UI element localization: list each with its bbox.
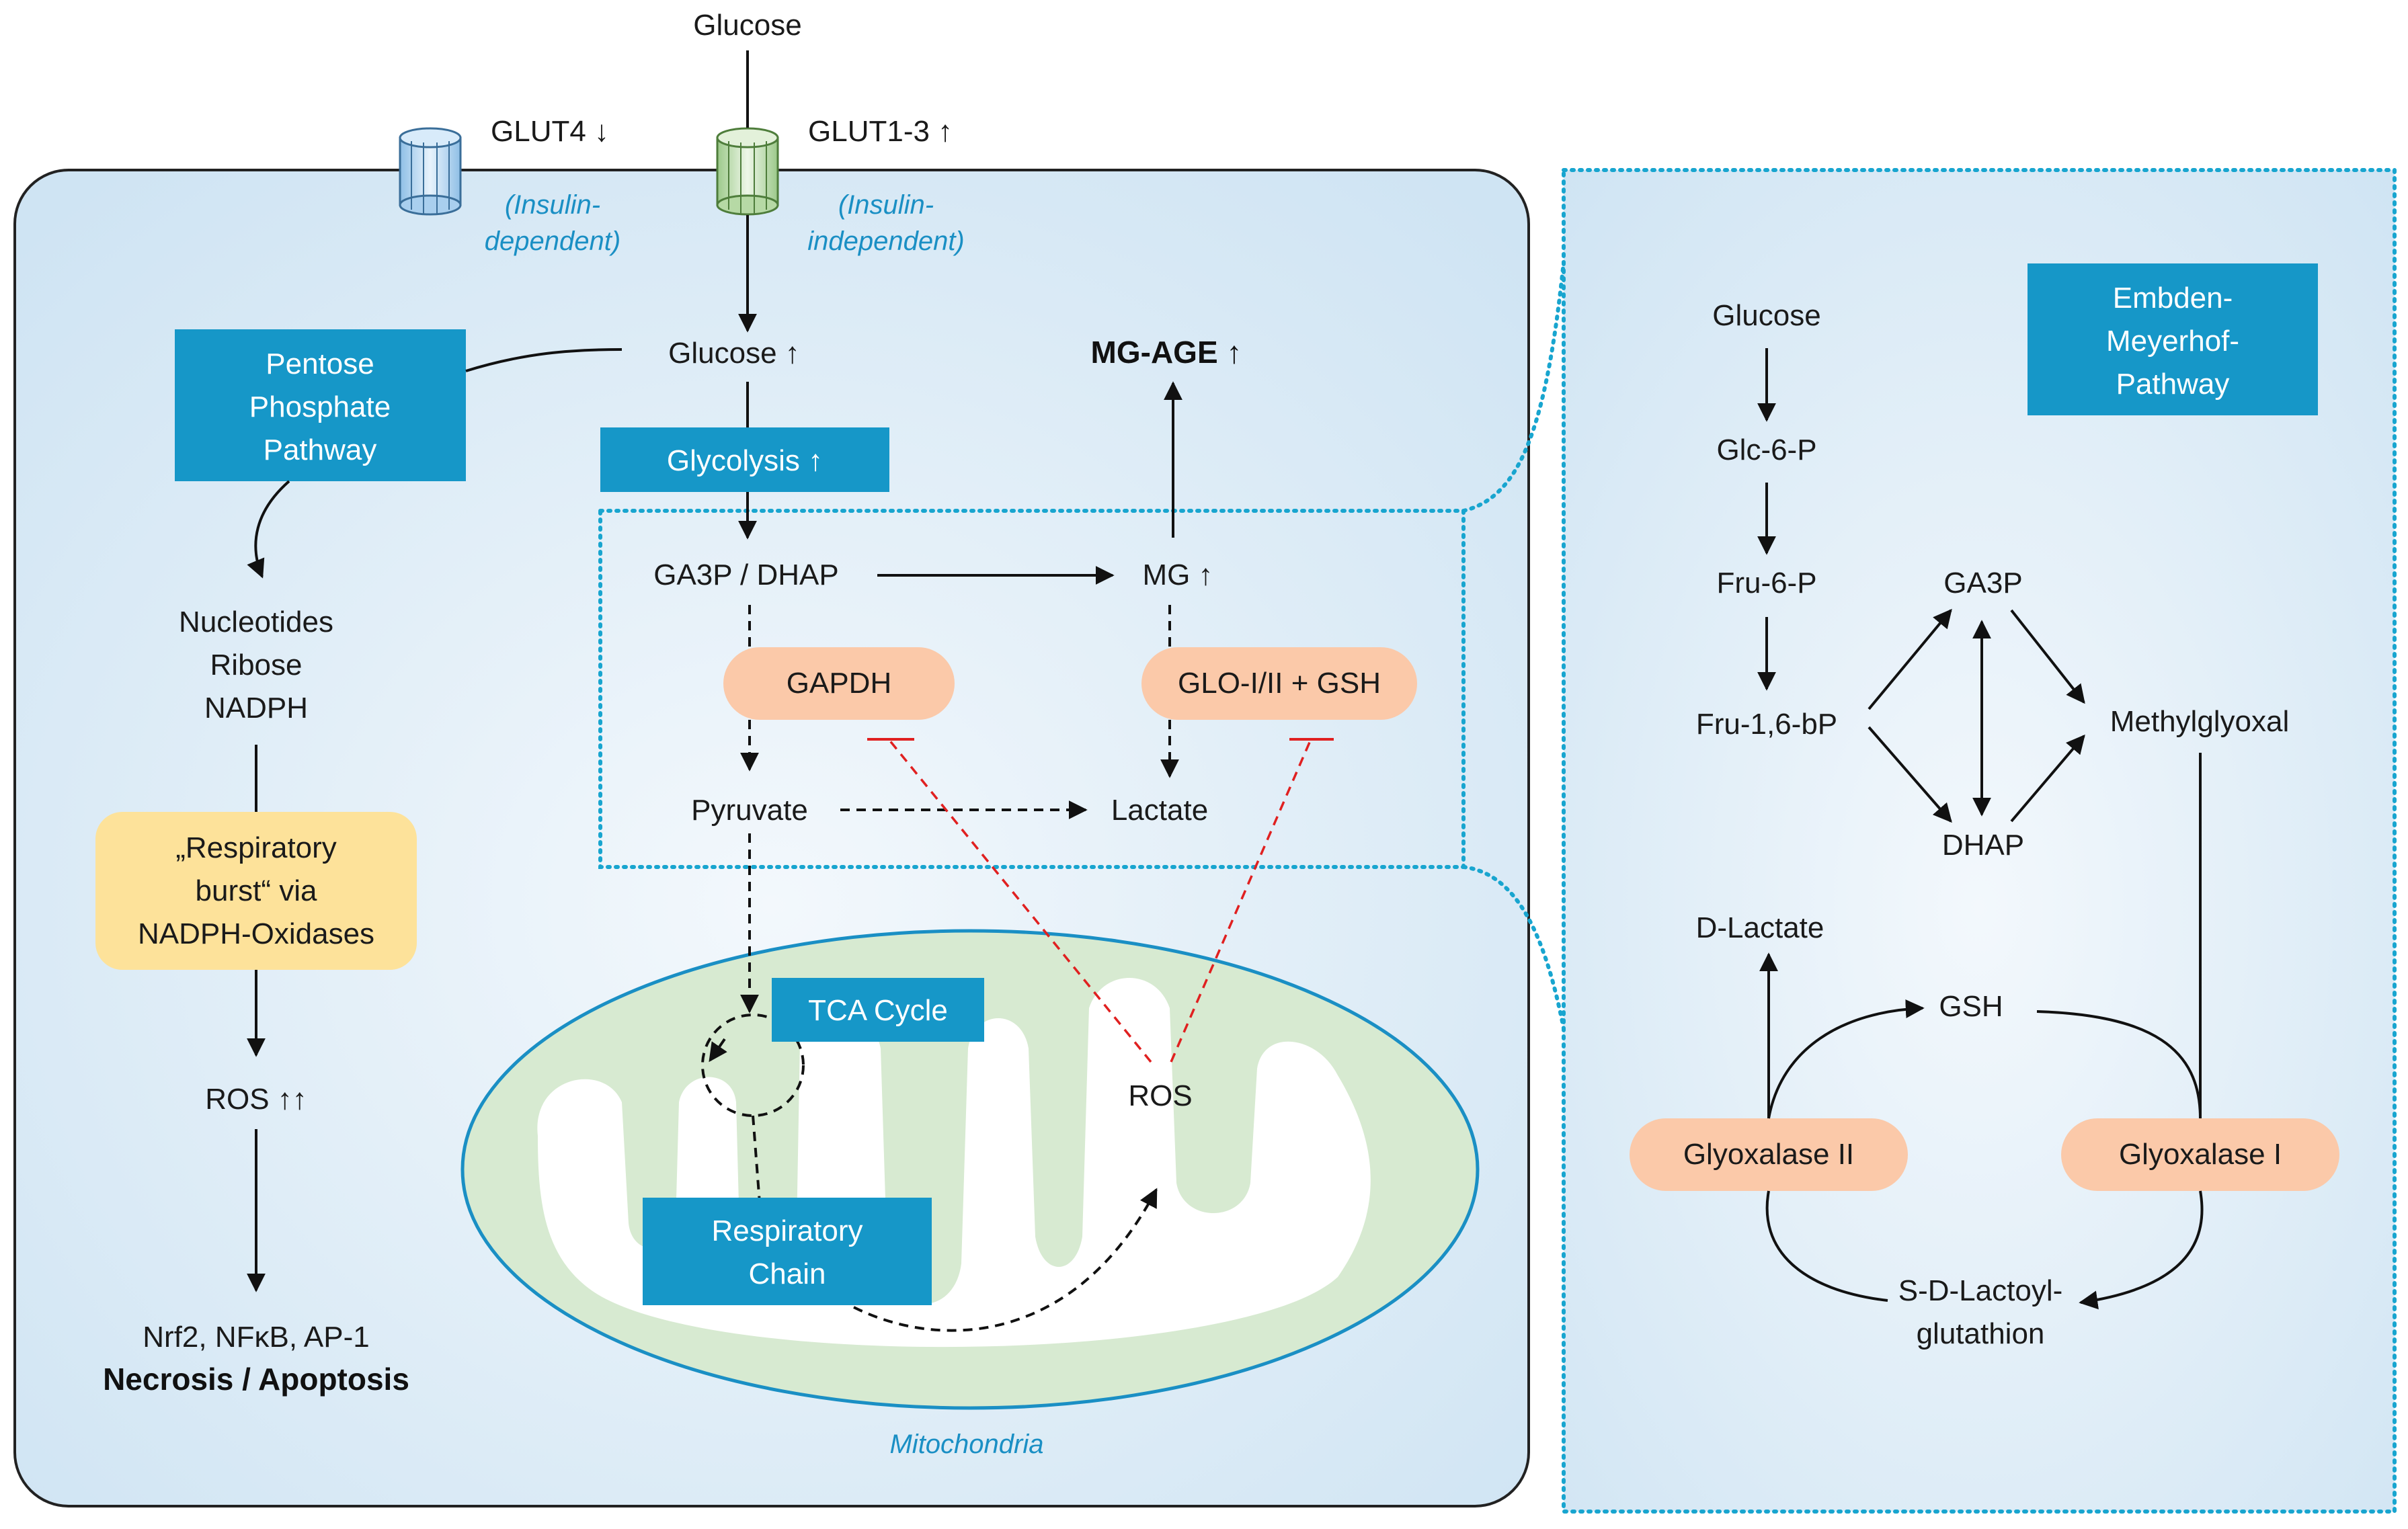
- emp-label-1: Embden-: [2113, 282, 2233, 315]
- glo-pill: [1141, 647, 1417, 720]
- glyoxalase2-pill: [1630, 1118, 1908, 1191]
- respiratory-label-2: Chain: [749, 1257, 826, 1290]
- respiratory-burst-box: [95, 812, 417, 970]
- glut4-transporter-icon: [399, 127, 462, 216]
- ribose-label: Ribose: [210, 649, 303, 681]
- ros-inhibits-gapdh-line: [887, 738, 1152, 1063]
- necrosis-label: Necrosis / Apoptosis: [103, 1362, 409, 1397]
- tca-cycle-label: TCA Cycle: [808, 994, 948, 1027]
- glycolysis-box: [600, 427, 889, 492]
- glo-label: GLO-I/II + GSH: [1178, 667, 1381, 700]
- respiratory-label-1: Respiratory: [712, 1214, 863, 1247]
- nucleotides-label: Nucleotides: [179, 606, 333, 638]
- glyoxalase2-label: Glyoxalase II: [1683, 1138, 1854, 1171]
- methylglyoxal-label: Methylglyoxal: [2110, 705, 2290, 738]
- fru16bp-to-ga3p-arrow: [1868, 608, 1952, 710]
- mg-label: MG ↑: [1142, 559, 1213, 591]
- nadph-label: NADPH: [204, 692, 308, 725]
- glut13-note-2: independent): [807, 226, 965, 256]
- mitochondria-label: Mitochondria: [889, 1430, 1043, 1459]
- fru6p-label: Fru-6-P: [1716, 567, 1816, 600]
- glycolysis-zoom-box: [598, 509, 1466, 869]
- glycolysis-label: Glycolysis ↑: [667, 444, 823, 477]
- sdl-label-2: glutathion: [1917, 1317, 2045, 1350]
- burst-label-2: burst“ via: [196, 874, 317, 907]
- zoom-connector-top: [1461, 260, 1566, 513]
- gsh-label: GSH: [1939, 990, 2003, 1023]
- glucose-internal-label: Glucose ↑: [668, 337, 800, 370]
- ros-left-label: ROS ↑↑: [205, 1083, 307, 1116]
- dhap-to-methylglyoxal-arrow: [2010, 734, 2085, 823]
- glut4-note-2: dependent): [485, 226, 620, 256]
- pentose-label-2: Phosphate: [249, 390, 391, 423]
- dhap-label: DHAP: [1942, 829, 2024, 862]
- sdl-label-1: S-D-Lactoyl-: [1898, 1274, 2063, 1307]
- mg-age-label: MG-AGE ↑: [1091, 335, 1242, 370]
- pentose-to-nucleotides-arrow: [247, 480, 290, 579]
- glc6p-label: Glc-6-P: [1716, 433, 1816, 466]
- ga3p-to-methylglyoxal-arrow: [2010, 609, 2085, 704]
- embden-meyerhof-box: [2028, 263, 2318, 415]
- glut13-transporter-icon: [716, 127, 779, 216]
- tca-to-resp-line: [752, 1115, 761, 1204]
- lactate-label: Lactate: [1111, 794, 1208, 827]
- glyoxalase1-pill: [2061, 1118, 2339, 1191]
- glyoxalase1-to-sdl-arrow: [2079, 1190, 2204, 1310]
- burst-label-3: NADPH-Oxidases: [138, 917, 374, 950]
- glucose-external-label: Glucose: [693, 9, 801, 42]
- burst-label-1: „Respiratory: [175, 831, 337, 864]
- tca-cycle-box: [772, 978, 984, 1042]
- gapdh-pill: [723, 647, 955, 720]
- glut13-note-1: (Insulin-: [838, 190, 934, 220]
- respiratory-chain-box: [643, 1198, 932, 1305]
- tca-cycle-circle: [701, 1014, 805, 1117]
- glucose-to-pentose-line: [465, 348, 623, 372]
- pyruvate-label: Pyruvate: [691, 794, 808, 827]
- dlactate-label: D-Lactate: [1696, 911, 1824, 944]
- ga3p-label: GA3P: [1943, 567, 2022, 600]
- ga3p-dhap-label: GA3P / DHAP: [653, 559, 839, 591]
- panel-glucose-label: Glucose: [1712, 299, 1820, 332]
- glyoxalase1-label: Glyoxalase I: [2119, 1138, 2282, 1171]
- ros-mito-label: ROS: [1128, 1079, 1192, 1112]
- nrf2-label: Nrf2, NFκB, AP-1: [143, 1321, 369, 1354]
- ros-inhibits-glo-line: [1170, 739, 1312, 1063]
- fru16bp-to-dhap-arrow: [1868, 726, 1952, 823]
- tca-cycle-arrowhead: [709, 1038, 727, 1063]
- gapdh-label: GAPDH: [787, 667, 891, 700]
- resp-to-ros-arrow: [853, 1188, 1158, 1332]
- gsh-to-glyoxalase1-curve: [2036, 1010, 2202, 1119]
- glut4-note-1: (Insulin-: [505, 190, 600, 220]
- zoom-connector-bottom: [1461, 865, 1566, 1030]
- emp-label-2: Meyerhof-: [2106, 325, 2239, 358]
- pentose-label-1: Pentose: [266, 347, 374, 380]
- sdl-to-glyoxalase2-curve: [1765, 1190, 1888, 1302]
- glut13-label: GLUT1-3 ↑: [808, 115, 953, 148]
- pentose-label-3: Pathway: [264, 433, 377, 466]
- fru16bp-label: Fru-1,6-bP: [1696, 708, 1837, 741]
- glyoxalase2-to-gsh-arrow: [1767, 999, 1925, 1119]
- pentose-phosphate-box: [175, 329, 466, 481]
- glut4-label: GLUT4 ↓: [491, 115, 609, 148]
- emp-label-3: Pathway: [2116, 368, 2230, 401]
